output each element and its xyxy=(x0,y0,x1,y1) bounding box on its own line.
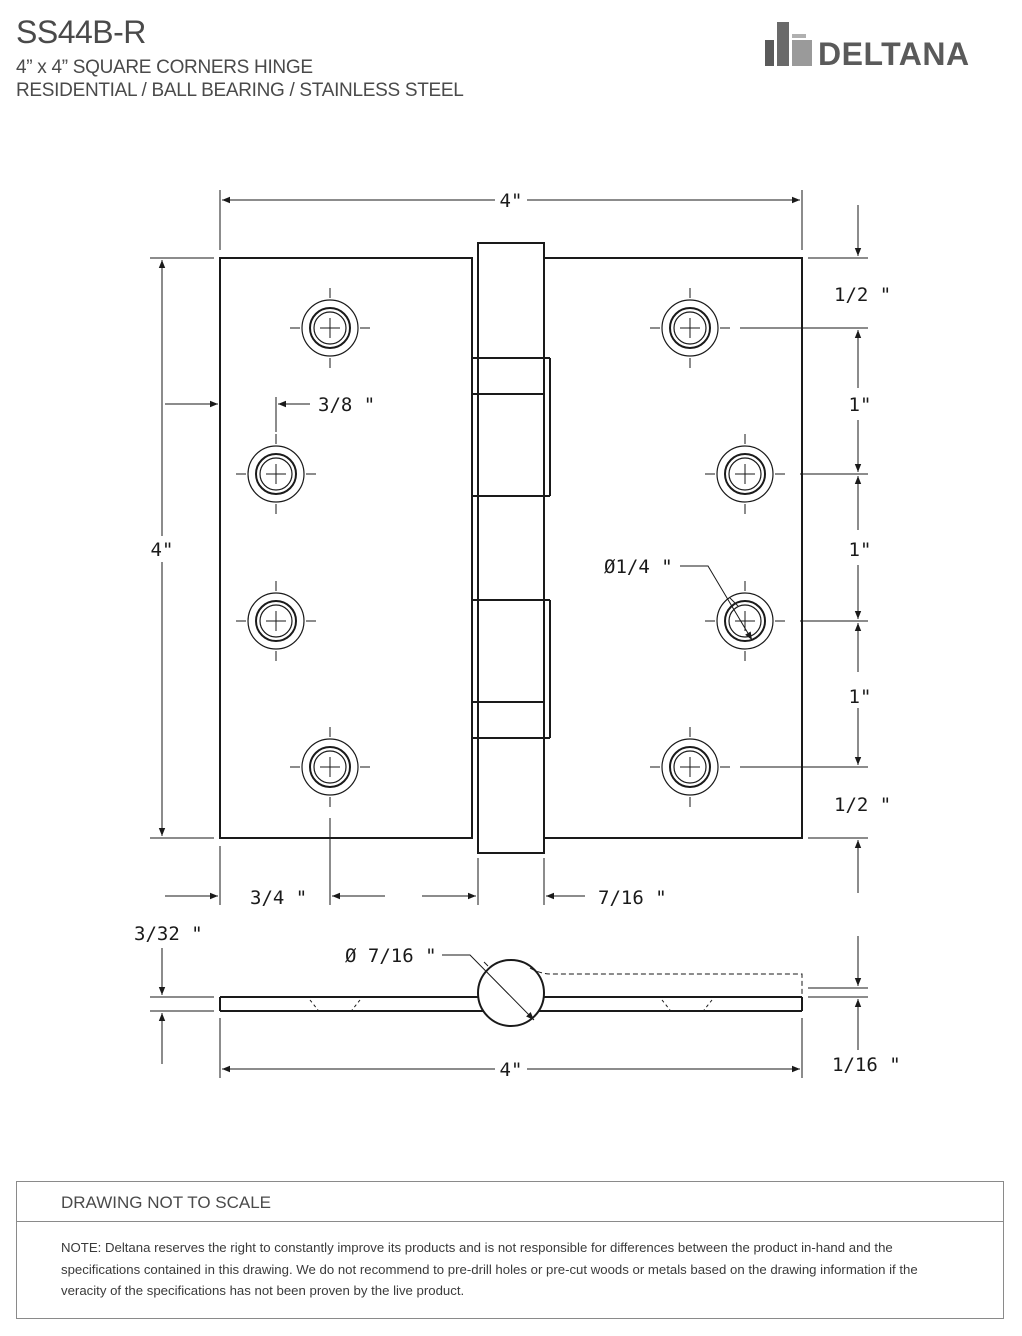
dim-bottom-margin: 1/2 " xyxy=(834,794,891,816)
dim-spacing-3: 1" xyxy=(849,686,872,708)
screw-holes xyxy=(236,288,785,807)
dim-spacing-1: 1" xyxy=(849,394,872,416)
dim-pin-diameter: Ø 7/16 " xyxy=(345,945,437,967)
dim-spacing-2: 1" xyxy=(849,539,872,561)
screw-hole xyxy=(290,288,370,368)
dim-knuckle-offset: 7/16 " xyxy=(598,887,667,909)
model-number: SS44B-R xyxy=(16,14,146,50)
dim-hole-inset: 3/4 " xyxy=(250,887,307,909)
hinge-technical-drawing: 4" 4" 3/8 " 1/2 " 1" 1" 1" 1/2 " Ø1/4 " … xyxy=(134,190,901,1081)
hinge-side-view xyxy=(219,959,803,1027)
dim-side-width: 4" xyxy=(500,1059,523,1081)
notes-heading: DRAWING NOT TO SCALE xyxy=(17,1182,1003,1222)
deltana-logo-icon xyxy=(765,22,812,66)
notes-text: NOTE: Deltana reserves the right to cons… xyxy=(61,1240,918,1298)
notes-box: DRAWING NOT TO SCALE NOTE: Deltana reser… xyxy=(16,1181,1004,1319)
screw-hole xyxy=(236,581,316,661)
dim-top-margin: 1/2 " xyxy=(834,284,891,306)
product-subtitle: 4” x 4” SQUARE CORNERS HINGE xyxy=(16,57,313,78)
dim-hole-diameter: Ø1/4 " xyxy=(604,556,673,578)
dim-hole-offset: 3/8 " xyxy=(318,394,375,416)
dim-top-width: 4" xyxy=(500,190,523,212)
screw-hole xyxy=(290,727,370,807)
brand-name: DELTANA xyxy=(818,36,970,72)
dim-leaf-thickness: 1/16 " xyxy=(832,1054,901,1076)
product-category: RESIDENTIAL / BALL BEARING / STAINLESS S… xyxy=(16,80,464,101)
screw-hole xyxy=(650,288,730,368)
screw-hole xyxy=(236,434,316,514)
knuckle-barrel xyxy=(477,242,545,854)
screw-hole xyxy=(705,434,785,514)
right-leaf xyxy=(543,257,803,839)
dim-left-height: 4" xyxy=(151,539,174,561)
screw-hole xyxy=(650,727,730,807)
left-leaf xyxy=(219,257,473,839)
dim-leaf-gap: 3/32 " xyxy=(134,923,203,945)
screw-hole xyxy=(705,581,785,661)
